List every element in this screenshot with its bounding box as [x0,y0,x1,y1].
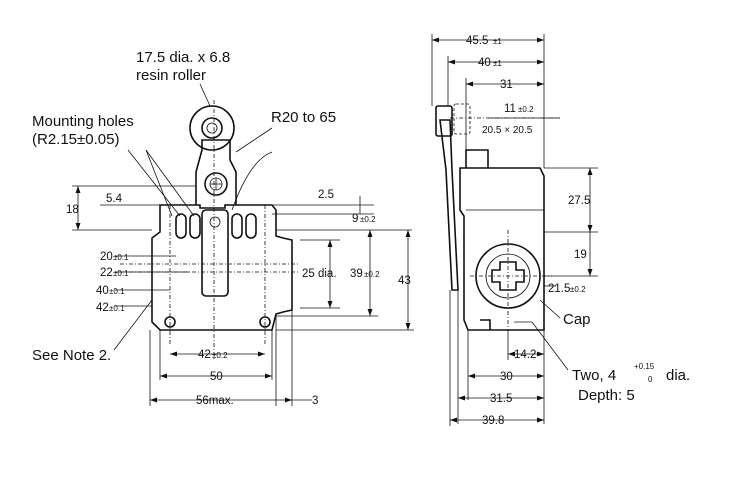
two-holes-label: Two, 4 [572,367,616,384]
dim-19: 19 [574,249,587,261]
mounting-hole-left-b [189,213,201,239]
dim-42-bottom-tol: ±0.2 [212,351,228,360]
side-view [435,103,560,331]
dim-40-tol: ±0.1 [109,287,125,296]
dim-20: 20 [100,251,113,263]
side-lever-arm [439,119,459,291]
front-dimension-lines [72,185,414,406]
dim-25-dia: 25 dia. [302,268,337,280]
side-housing [459,167,545,331]
dim-43: 43 [398,275,411,287]
two-holes-dia: dia. [666,367,690,384]
side-roller [435,105,453,137]
front-lever-head [195,139,237,205]
arrowheads [75,37,593,423]
dim-11-tol: ±0.2 [518,105,534,114]
dim-14-2: 14.2 [514,349,536,361]
roller-label-line1: 17.5 dia. x 6.8 [136,49,230,66]
roller-label-line2: resin roller [136,67,206,84]
front-plunger-slot [201,209,229,297]
dim-40-side-tol: ±1 [493,59,502,68]
holes-label-line1: Mounting holes [32,113,134,130]
dim-40-side: 40 [478,57,491,69]
dim-22: 22 [100,267,113,279]
dim-40: 40 [96,285,109,297]
dim-27-5: 27.5 [568,195,590,207]
dim-56max: 56max. [196,395,234,407]
two-holes-tol-minus: 0 [648,375,653,384]
front-roller [189,105,235,151]
dim-20-5-square: 20.5 × 20.5 [482,125,533,136]
dim-42: 42 [96,302,109,314]
two-holes-tol-plus: +0.15 [634,362,655,371]
dim-9-tol: ±0.2 [360,215,376,224]
note-label: See Note 2. [32,347,111,364]
holes-label-line2: (R2.15±0.05) [32,131,119,148]
depth-label: Depth: 5 [578,387,635,404]
front-view [120,100,300,360]
dim-9: 9 [352,213,358,225]
dim-20-tol: ±0.1 [113,253,129,262]
dim-31: 31 [500,79,513,91]
dim-5-4: 5.4 [106,193,123,205]
dim-31-5: 31.5 [490,393,512,405]
front-housing [151,204,293,331]
mounting-hole-right-a [231,213,243,239]
dim-45-5: 45.5 [466,35,488,47]
dim-21-5-tol: ±0.2 [570,285,586,294]
front-pivot-screw [204,172,228,196]
dim-2-5: 2.5 [318,189,334,201]
dim-3: 3 [312,395,318,407]
dim-42-tol: ±0.1 [109,304,125,313]
dim-39: 39 [350,268,363,280]
side-dimension-lines [431,34,598,426]
dim-39-8: 39.8 [482,415,504,427]
dim-18: 18 [66,204,79,216]
dim-11: 11 [504,103,516,115]
dim-50: 50 [210,371,223,383]
dim-22-tol: ±0.1 [113,269,129,278]
mounting-hole-left-a [175,213,187,239]
dim-39-tol: ±0.2 [364,270,380,279]
dim-45-5-tol: ±1 [493,37,502,46]
radius-label: R20 to 65 [271,109,336,126]
cap-label: Cap [563,311,591,328]
dim-30: 30 [500,371,513,383]
dim-21-5: 21.5 [548,283,570,295]
mounting-hole-right-b [245,213,257,239]
dim-42-bottom: 42 [198,349,211,361]
